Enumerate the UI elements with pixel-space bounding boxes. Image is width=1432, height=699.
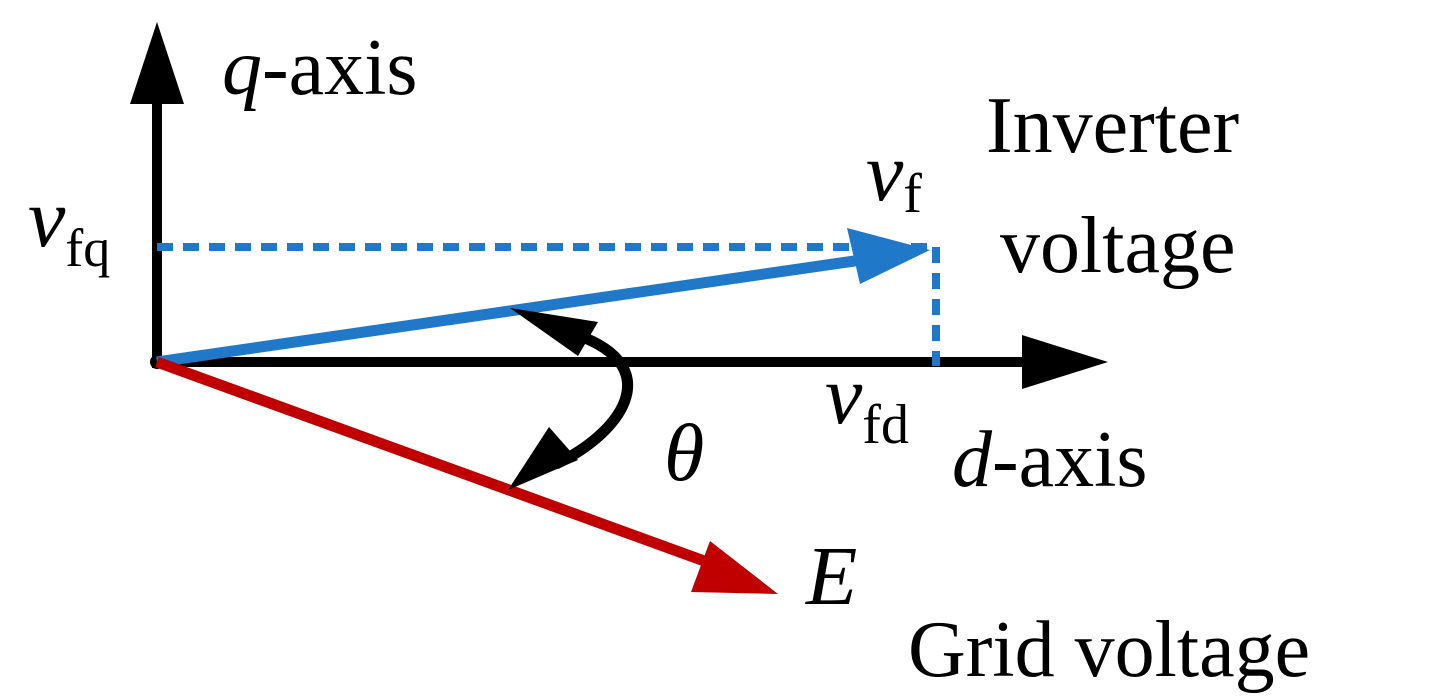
q-axis-label: q-axis — [222, 24, 418, 112]
E-vector-line — [155, 356, 720, 572]
d-axis-arrowhead — [1022, 335, 1108, 389]
vf-vector-arrowhead — [847, 228, 930, 284]
q-axis-arrowhead — [130, 22, 184, 104]
theta-arc-arrowhead-lower — [508, 427, 578, 490]
inverter-voltage-vector — [156, 228, 930, 368]
inverter-voltage-label-line2: voltage — [1000, 202, 1235, 290]
inverter-voltage-label-line1: Inverter — [986, 82, 1239, 170]
theta-angle-arc — [508, 308, 634, 490]
theta-arc-path — [553, 326, 634, 469]
vf-vector-line — [156, 253, 869, 368]
E-label: E — [805, 530, 857, 623]
vfd-label: vfd — [825, 349, 909, 456]
vf-label: vf — [866, 126, 922, 225]
d-axis-label: d-axis — [952, 416, 1148, 504]
d-axis — [152, 335, 1108, 389]
theta-arc-arrowhead-upper — [510, 308, 598, 356]
theta-label: θ — [664, 407, 704, 498]
grid-voltage-label: Grid voltage — [908, 606, 1310, 694]
q-axis — [130, 22, 184, 368]
vfq-label: vfq — [28, 172, 110, 278]
E-vector-arrowhead — [691, 541, 778, 594]
grid-voltage-vector — [155, 356, 778, 594]
